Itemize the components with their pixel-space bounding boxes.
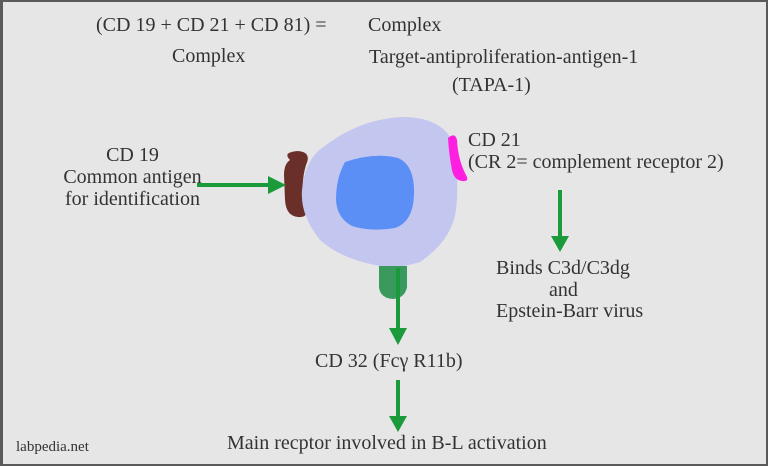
tapa-abbreviation: (TAPA-1) bbox=[452, 74, 531, 96]
cd19-description-line1: Common antigen bbox=[63, 166, 202, 188]
cd21-receptor bbox=[448, 135, 468, 182]
arrow-cd32 bbox=[389, 268, 407, 345]
arrow-cd21 bbox=[551, 190, 569, 252]
cd21-binds-line2: and bbox=[549, 279, 578, 301]
arrow-cd19 bbox=[197, 176, 286, 194]
cd21-binds-line3: Epstein-Barr virus bbox=[496, 300, 644, 322]
complex-equation: (CD 19 + CD 21 + CD 81) = bbox=[96, 14, 327, 36]
cd21-title: CD 21 bbox=[468, 129, 521, 151]
complex-label-right: Complex bbox=[368, 14, 442, 36]
cd21-subtitle: (CR 2= complement receptor 2) bbox=[468, 151, 724, 173]
tapa-full-name: Target-antiproliferation-antigen-1 bbox=[369, 46, 639, 68]
cd19-description-line2: for identification bbox=[65, 188, 200, 210]
cd21-binds-line1: Binds C3d/C3dg bbox=[496, 257, 630, 279]
cd19-receptor bbox=[284, 151, 308, 218]
cd32-receptor bbox=[379, 266, 407, 299]
cell-nucleus bbox=[336, 155, 415, 230]
watermark: labpedia.net bbox=[16, 439, 89, 455]
complex-label-left: Complex bbox=[172, 45, 246, 67]
arrow-cd32-function bbox=[389, 380, 407, 432]
cd19-title: CD 19 bbox=[106, 144, 159, 166]
cd32-function: Main recptor involved in B-L activation bbox=[227, 432, 547, 454]
cd32-label: CD 32 (Fcγ R11b) bbox=[315, 350, 463, 372]
